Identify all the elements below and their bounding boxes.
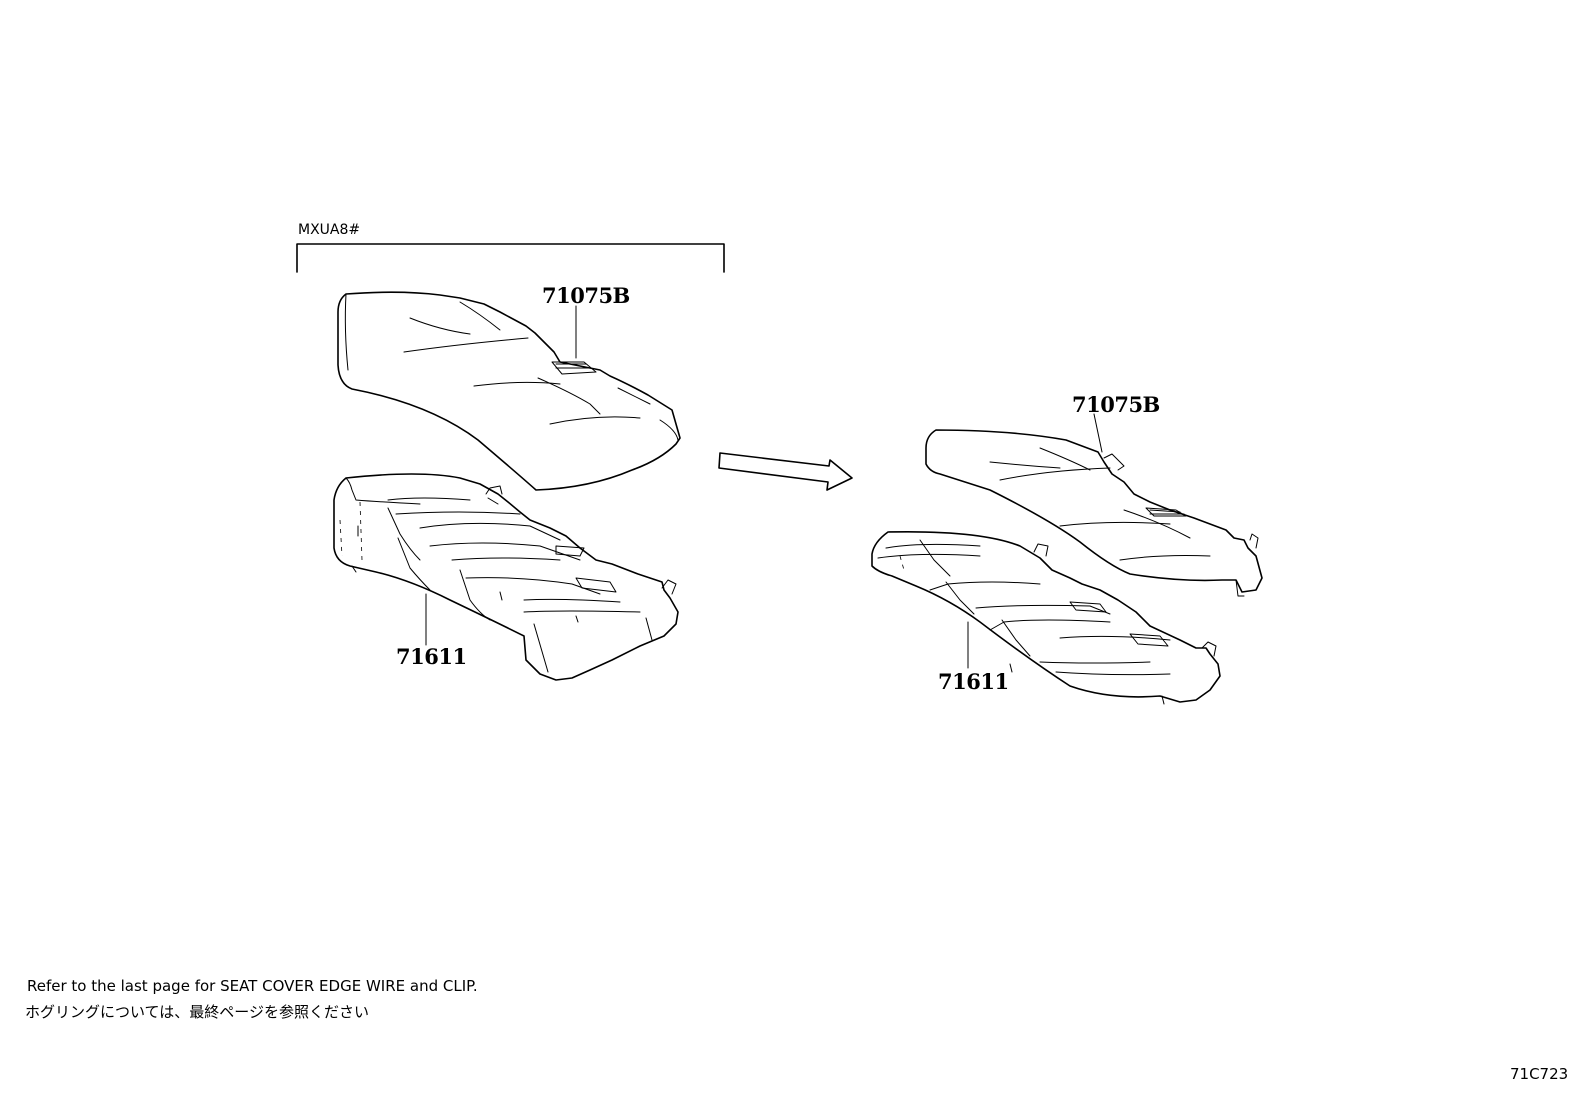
- right-seat-cover-drawing: [925, 429, 1263, 597]
- group-label: MXUA8#: [298, 222, 361, 238]
- left-seat-pad-drawing: [333, 473, 679, 681]
- left-cover-part-number[interactable]: 71075B: [542, 283, 630, 308]
- arrow-icon: [718, 452, 853, 491]
- right-seat-pad-drawing: [871, 530, 1221, 705]
- left-seat-cover-drawing: [337, 291, 681, 491]
- right-pad-part-number[interactable]: 71611: [938, 669, 1009, 694]
- figure-code: 71C723: [1510, 1065, 1569, 1083]
- right-cover-part-number[interactable]: 71075B: [1072, 392, 1160, 417]
- note-english: Refer to the last page for SEAT COVER ED…: [27, 977, 478, 995]
- left-pad-part-number[interactable]: 71611: [396, 644, 467, 669]
- group-bracket: [296, 243, 725, 273]
- leader-right-cover: [1093, 413, 1103, 453]
- note-japanese: ホグリングについては、最終ページを参照ください: [25, 1003, 369, 1021]
